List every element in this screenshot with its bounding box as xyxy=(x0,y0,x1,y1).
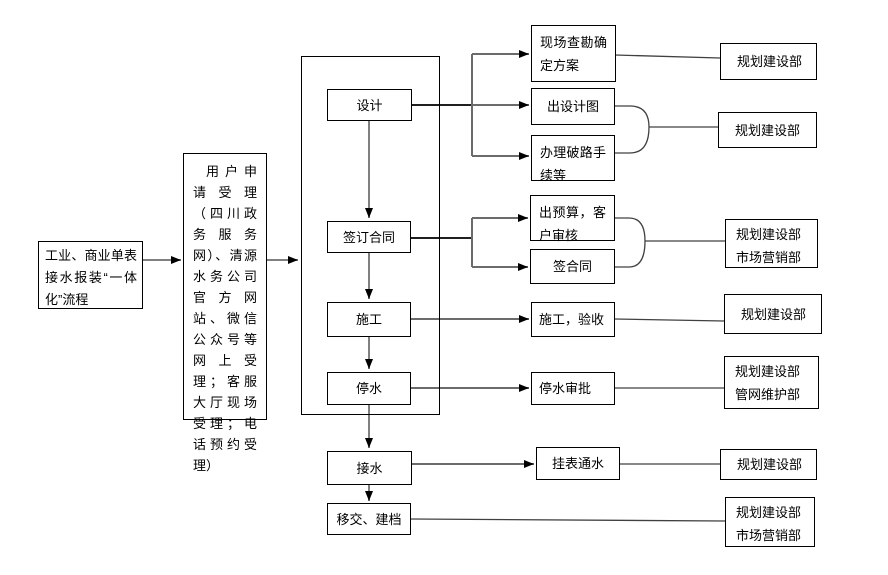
department-node: 规划建设部 市场营销部 xyxy=(725,219,818,268)
substep-label: 停水审批 xyxy=(539,381,592,396)
department-label: 管网维护部 xyxy=(735,387,801,402)
step-contract-node: 签订合同 xyxy=(327,221,411,253)
substep-label: 挂表通水 xyxy=(551,456,604,471)
step-water-connect-node: 接水 xyxy=(327,451,412,485)
substep-budget-review-node: 出预算，客户审核 xyxy=(530,195,615,243)
department-label: 规划建设部 xyxy=(736,227,802,242)
substep-label: 出设计图 xyxy=(546,99,599,114)
substep-sign-contract-node: 签合同 xyxy=(530,249,615,284)
step-label: 设计 xyxy=(356,97,383,113)
department-node: 规划建设部 市场营销部 xyxy=(725,497,815,547)
department-node: 规划建设部 xyxy=(720,43,817,80)
department-label: 规划建设部 xyxy=(735,364,801,379)
department-label: 规划建设部 xyxy=(737,54,803,69)
step-label: 停水 xyxy=(355,381,382,396)
substep-label: 现场查勘确定方案 xyxy=(540,35,607,73)
substep-road-permit-node: 办理破路手续等 xyxy=(531,135,615,183)
department-node: 规划建设部 管网维护部 xyxy=(724,356,819,409)
substep-construction-acceptance-node: 施工，验收 xyxy=(531,302,615,337)
application-node: 用户申请受理（四川政务服务网）、清源水务公司官方网站、微信公众号等网上受理；客服… xyxy=(183,153,267,473)
step-water-stop-node: 停水 xyxy=(327,372,411,405)
department-label: 规划建设部 xyxy=(737,457,803,472)
step-design-node: 设计 xyxy=(327,89,412,121)
step-handover-node: 移交、建档 xyxy=(327,503,411,535)
substep-label: 签合同 xyxy=(552,259,592,274)
department-label: 规划建设部 xyxy=(736,505,802,520)
step-label: 施工 xyxy=(355,312,382,327)
department-node: 规划建设部 xyxy=(720,449,817,480)
department-label: 市场营销部 xyxy=(736,528,802,543)
substep-label: 施工，验收 xyxy=(539,312,605,327)
process-group-frame xyxy=(301,56,440,415)
substep-design-drawing-node: 出设计图 xyxy=(531,88,615,125)
substep-label: 出预算，客户审核 xyxy=(539,205,606,243)
department-node: 规划建设部 xyxy=(718,112,817,148)
substep-water-stop-approval-node: 停水审批 xyxy=(531,372,615,405)
step-label: 接水 xyxy=(356,460,383,476)
start-node: 工业、商业单表接水报装“一体化”流程 xyxy=(38,241,143,309)
application-label: 用户申请受理（四川政务服务网）、清源水务公司官方网站、微信公众号等网上受理；客服… xyxy=(193,164,257,473)
department-label: 规划建设部 xyxy=(741,306,807,322)
step-construction-node: 施工 xyxy=(327,302,411,337)
substep-meter-install-node: 挂表通水 xyxy=(536,447,620,480)
department-label: 市场营销部 xyxy=(736,250,802,265)
department-label: 规划建设部 xyxy=(735,122,801,138)
step-label: 签订合同 xyxy=(342,229,395,245)
step-label: 移交、建档 xyxy=(336,511,402,527)
substep-label: 办理破路手续等 xyxy=(540,145,606,183)
start-label: 工业、商业单表接水报装“一体化”流程 xyxy=(45,248,137,307)
department-node: 规划建设部 xyxy=(724,294,822,334)
substep-site-survey-node: 现场查勘确定方案 xyxy=(531,25,616,82)
